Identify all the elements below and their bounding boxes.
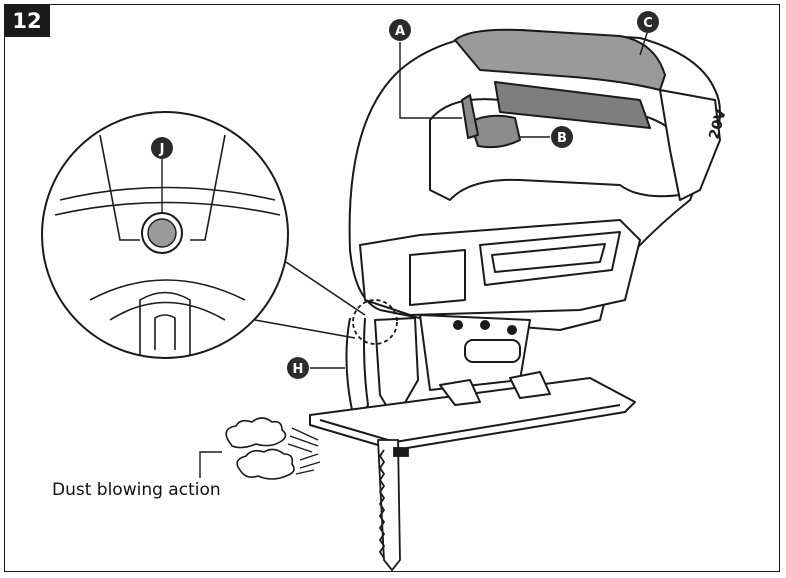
magnified-detail xyxy=(41,111,366,359)
svg-text:B: B xyxy=(557,131,567,146)
callout-c: C xyxy=(637,11,659,33)
magnifier-circle-icon xyxy=(352,299,398,345)
svg-text:H: H xyxy=(293,362,304,377)
svg-text:A: A xyxy=(395,24,405,39)
dust-blowing-caption: Dust blowing action xyxy=(52,480,221,500)
callout-leaders xyxy=(310,29,649,369)
voltage-label: 20V xyxy=(706,107,729,141)
base-plate xyxy=(309,371,636,451)
dust-cloud-icon xyxy=(225,417,295,480)
callout-j: J xyxy=(151,137,173,159)
saw-blade xyxy=(377,439,409,572)
callout-b: B xyxy=(551,126,573,148)
callout-a: A xyxy=(389,19,411,41)
callout-h: H xyxy=(287,357,309,379)
caption-leader xyxy=(199,451,222,478)
svg-text:J: J xyxy=(159,142,165,157)
figure-frame xyxy=(4,4,780,572)
jigsaw-body xyxy=(345,28,721,431)
svg-text:C: C xyxy=(643,16,653,31)
step-number-badge: 12 xyxy=(4,4,50,37)
dust-streaks xyxy=(287,427,321,475)
